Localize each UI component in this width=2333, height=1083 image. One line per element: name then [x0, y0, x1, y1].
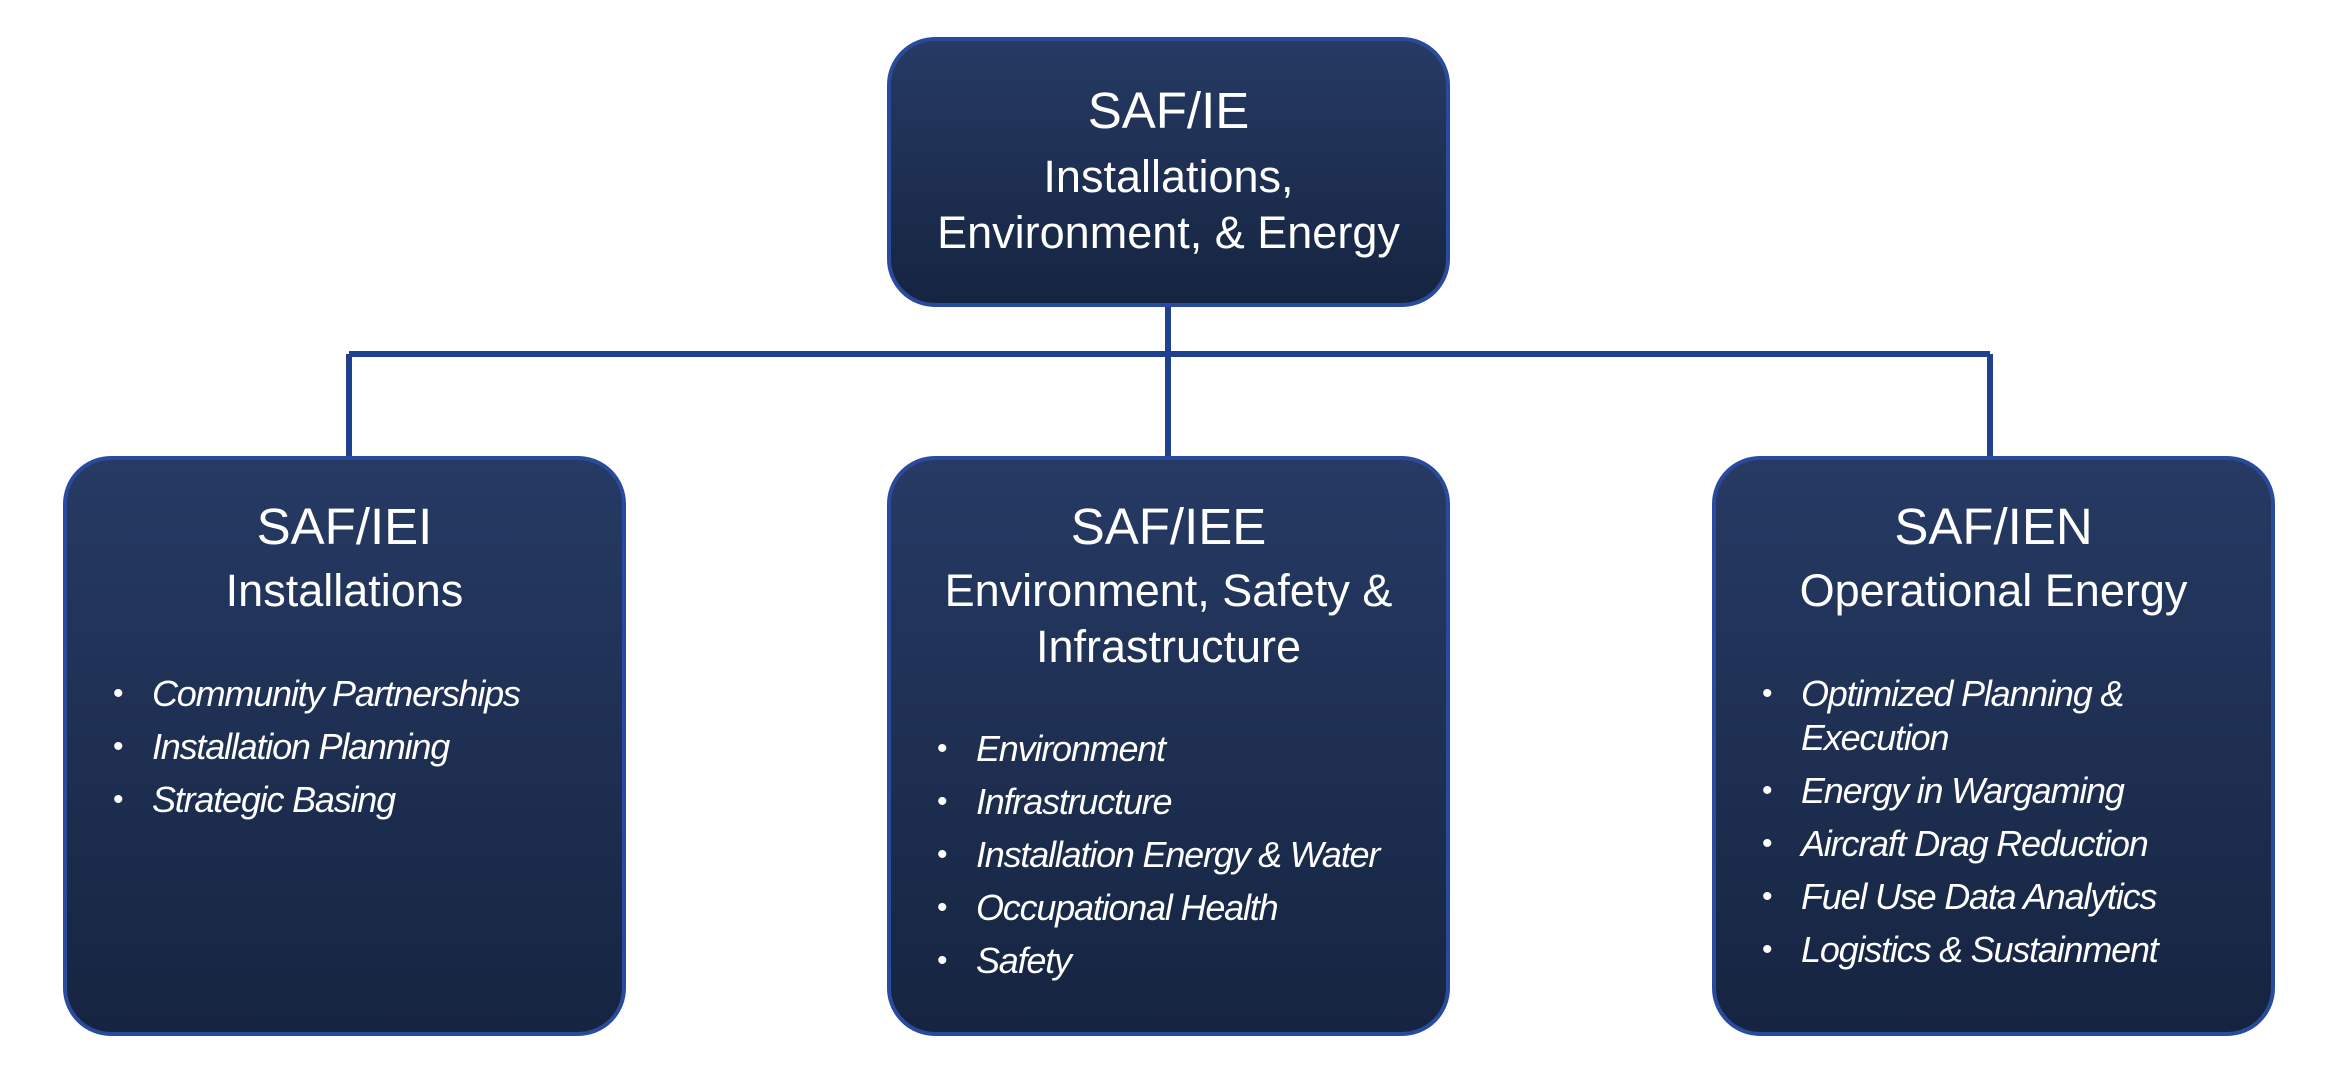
- list-item: • Installation Energy & Water: [931, 833, 1426, 877]
- bullet-icon: •: [1762, 880, 1773, 913]
- list-item-label: Aircraft Drag Reduction: [1801, 823, 2149, 864]
- focus-area-list: • Community Partnerships • Installation Pl…: [107, 672, 602, 831]
- list-item: • Logistics & Sustainment: [1756, 928, 2221, 972]
- root-name-line1: Installations,: [1043, 151, 1294, 202]
- bullet-icon: •: [937, 944, 948, 977]
- list-item-label: Installation Energy & Water: [976, 834, 1380, 875]
- list-item-label: Logistics & Sustainment: [1801, 929, 2159, 970]
- list-item: • Community Partnerships: [107, 672, 602, 716]
- bullet-icon: •: [937, 732, 948, 765]
- list-item-label: Environment: [976, 728, 1166, 769]
- child-code: SAF/IEI: [256, 498, 433, 555]
- list-item-label: Community Partnerships: [152, 673, 521, 714]
- bullet-icon: •: [1762, 933, 1773, 966]
- bullet-icon: •: [1762, 827, 1773, 860]
- list-item: • Environment: [931, 727, 1426, 771]
- child-name: Environment, Safety & Infrastructure: [944, 565, 1393, 672]
- list-item: • Installation Planning: [107, 725, 602, 769]
- child-name: Operational Energy: [1799, 565, 2188, 616]
- list-item: • Safety: [931, 939, 1426, 983]
- list-item: • Fuel Use Data Analytics: [1756, 875, 2221, 919]
- list-item-label: Infrastructure: [976, 781, 1172, 822]
- bullet-icon: •: [937, 785, 948, 818]
- list-item-label: Installation Planning: [152, 726, 450, 767]
- bullet-icon: •: [937, 838, 948, 871]
- list-item-label: Fuel Use Data Analytics: [1801, 876, 2157, 917]
- focus-area-list: • Optimized Planning & Execution • Energy …: [1756, 672, 2251, 981]
- root-name-line2: Environment, & Energy: [937, 207, 1400, 258]
- list-item: • Infrastructure: [931, 780, 1426, 824]
- list-item-label: Energy in Wargaming: [1801, 770, 2125, 811]
- list-item: • Energy in Wargaming: [1756, 769, 2221, 813]
- child-box-saf-ien: SAF/IEN Operational Energy • Optimized Pl…: [1712, 456, 2275, 1036]
- root-code: SAF/IE: [1087, 82, 1250, 139]
- bullet-icon: •: [937, 891, 948, 924]
- list-item-label: Optimized Planning & Execution: [1801, 673, 2124, 758]
- bullet-icon: •: [113, 783, 124, 816]
- bullet-icon: •: [113, 730, 124, 763]
- list-item-label: Safety: [976, 940, 1072, 981]
- child-name: Installations: [225, 565, 464, 616]
- list-item: • Occupational Health: [931, 886, 1426, 930]
- root-box-saf-ie: SAF/IE Installations, Environment, & Ene…: [887, 37, 1450, 307]
- child-box-saf-iei: SAF/IEI Installations • Community Partner…: [63, 456, 626, 1036]
- child-box-saf-iee: SAF/IEE Environment, Safety & Infrastruc…: [887, 456, 1450, 1036]
- list-item: • Strategic Basing: [107, 778, 602, 822]
- list-item-label: Strategic Basing: [152, 779, 396, 820]
- bullet-icon: •: [113, 677, 124, 710]
- focus-area-list: • Environment • Infrastructure • Installati…: [931, 727, 1426, 992]
- child-code: SAF/IEE: [1070, 498, 1267, 555]
- bullet-icon: •: [1762, 677, 1773, 710]
- list-item: • Aircraft Drag Reduction: [1756, 822, 2221, 866]
- list-item-label: Occupational Health: [976, 887, 1279, 928]
- list-item: • Optimized Planning & Execution: [1756, 672, 2221, 760]
- child-code: SAF/IEN: [1894, 498, 2093, 555]
- bullet-icon: •: [1762, 774, 1773, 807]
